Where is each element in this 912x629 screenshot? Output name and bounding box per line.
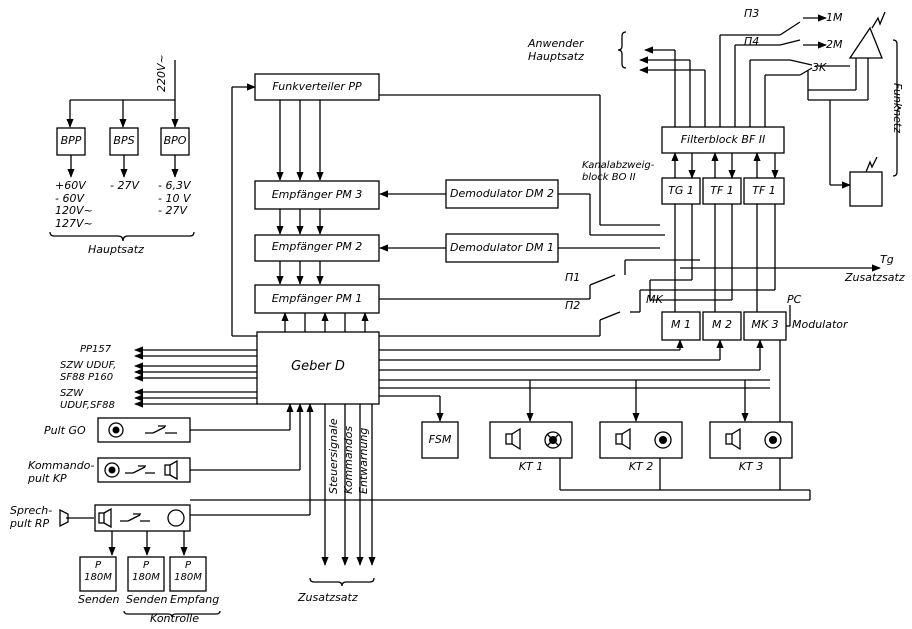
m2-block	[702, 311, 742, 341]
filterblock-bf2	[661, 126, 785, 154]
ant-2m-label: 2M	[826, 38, 843, 51]
p2-label: П2	[565, 299, 581, 312]
zusatzsatz-bottom-label: Zusatzsatz	[298, 591, 358, 604]
bpp-block	[56, 127, 86, 156]
kt1-terminal	[489, 421, 573, 459]
pp157-label: PP157	[80, 344, 112, 355]
tf1-block-a	[702, 177, 742, 205]
ant-3k-label: 3K	[812, 61, 827, 74]
kanal-label: Kanalabzweig-block BO II	[582, 160, 655, 183]
geber-section	[134, 298, 811, 587]
geber-d-block	[256, 331, 380, 405]
bpp-output: +60V- 60V 120V~127V~	[55, 179, 93, 230]
pc-label: PC	[787, 293, 802, 306]
sprech-label: Sprech-pult RP	[10, 504, 53, 530]
zusatz-antenna-box	[849, 171, 883, 207]
fsm-label: FSM	[428, 433, 452, 446]
bpo-block	[160, 127, 190, 156]
fsm-block	[421, 421, 459, 459]
empfaenger-pm3-block	[254, 180, 380, 210]
tg1-label: TG 1	[668, 184, 694, 197]
mk-label: MK	[646, 293, 663, 306]
funkverteiler-label: Funkverteiler PP	[272, 80, 362, 93]
bpp-label: BPP	[60, 134, 82, 147]
m1-label: M 1	[671, 318, 691, 331]
senden2-label: Senden	[126, 593, 168, 606]
kt2-terminal	[599, 421, 683, 459]
zusatzsatz-right-label: Zusatzsatz	[845, 271, 905, 284]
funkverteiler-block	[254, 73, 380, 101]
m2-label: M 2	[712, 318, 732, 331]
ant-1m-label: 1M	[826, 11, 843, 24]
kt3-label: KT 3	[738, 460, 764, 473]
geber-label: Geber D	[291, 359, 345, 374]
power-supply-section	[49, 60, 195, 242]
kt2-label: KT 2	[628, 460, 654, 473]
sprech-pult	[59, 504, 191, 556]
mk3-label: MK 3	[751, 318, 779, 331]
bps-output: - 27V	[110, 179, 139, 192]
modulator-label: Modulator	[792, 318, 848, 331]
empfaenger-pm2-block	[254, 234, 380, 262]
transmitter-section	[558, 11, 902, 341]
tf1-label-a: TF 1	[710, 184, 734, 197]
tf1-label-b: TF 1	[752, 184, 776, 197]
kt3-terminal	[709, 421, 793, 459]
kontrolle-label: Kontrolle	[150, 612, 199, 625]
dm1-label: Demodulator DM 1	[450, 241, 554, 254]
p3-label: П3	[744, 7, 760, 20]
empfaenger-pm1-block	[254, 284, 380, 314]
pm2-label: Empfänger PM 2	[271, 240, 363, 253]
pm1-label: Empfänger PM 1	[271, 292, 363, 305]
p180m-box-3	[169, 556, 207, 592]
tg1-block	[661, 177, 701, 205]
pm3-label: Empfänger PM 3	[271, 188, 363, 201]
funknetz-label: Funknetz	[891, 83, 904, 134]
bps-label: BPS	[113, 134, 135, 147]
kommando-pult	[97, 457, 191, 483]
empfang-label: Empfang	[170, 593, 220, 606]
tg-label: Tg	[880, 253, 894, 266]
kt1-label: KT 1	[518, 460, 544, 473]
m1-block	[661, 311, 701, 341]
kommando-label: Kommando-pult KP	[28, 459, 95, 485]
bpo-label: BPO	[163, 134, 187, 147]
filterblock-label: Filterblock BF II	[680, 133, 766, 146]
dm2-label: Demodulator DM 2	[450, 187, 554, 200]
pult-go-label: Pult GO	[44, 424, 86, 437]
p4-label: П4	[744, 35, 760, 48]
voltage-in-label: 220V~	[155, 54, 168, 92]
senden1-label: Senden	[78, 593, 120, 606]
bpo-output: - 6,3V- 10 V - 27V	[158, 179, 191, 218]
p1-label: П1	[565, 271, 581, 284]
pult-go	[97, 417, 191, 443]
p180m-box-1	[79, 556, 117, 592]
szw1-label: SZW UDUF,SF88 P160	[60, 360, 117, 383]
hauptsatz-label: Hauptsatz	[88, 243, 144, 256]
p180m-box-2	[127, 556, 165, 592]
tf1-block-b	[743, 177, 785, 205]
entwarnung-label: Entwarnung	[357, 427, 370, 494]
receiver-chain	[231, 73, 660, 337]
